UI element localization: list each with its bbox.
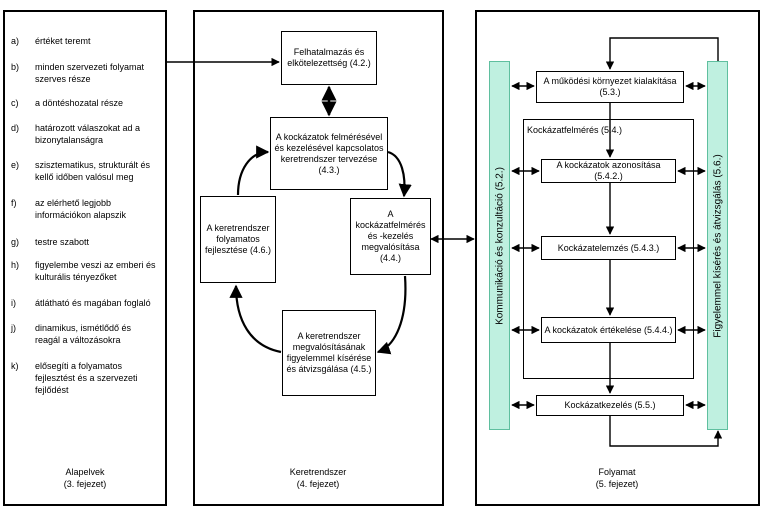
treatment-label: Kockázatkezelés (5.5.) <box>564 400 656 410</box>
framework-title: Keretrendszer (4. fejezet) <box>238 466 398 490</box>
principle-letter: h) <box>11 260 20 270</box>
principles-title: Alapelvek (3. fejezet) <box>3 466 167 490</box>
principle-letter: b) <box>11 62 20 72</box>
analysis-label: Kockázatelemzés (5.4.3.) <box>557 242 660 253</box>
process-title: Folyamat (5. fejezet) <box>537 466 697 490</box>
principles-panel <box>3 10 167 506</box>
monitor-box: A keretrendszer megvalósításának figyele… <box>282 310 376 396</box>
improve-box: A keretrendszer folyamatos fejlesztése (… <box>200 196 276 283</box>
treatment-box: Kockázatkezelés (5.5.) <box>536 395 684 416</box>
evaluation-box: A kockázatok értékelése (5.4.4.) <box>541 317 676 343</box>
process-subtitle-text: (5. fejezet) <box>595 479 639 489</box>
principle-text: testre szabott <box>35 237 90 247</box>
improve-label: A keretrendszer folyamatos fejlesztése (… <box>204 223 272 255</box>
context-box: A működési környezet kialakítása (5.3.) <box>536 71 684 103</box>
principle-text: figyelembe veszi az emberi és kulturális… <box>35 260 156 282</box>
principle-letter: i) <box>11 298 16 308</box>
analysis-box: Kockázatelemzés (5.4.3.) <box>541 236 676 260</box>
monitoring-bar: Figyelemmel kísérés és átvizsgálás (5.6.… <box>707 61 728 430</box>
implement-label: A kockázatfelmérés és -kezelés megvalósí… <box>355 209 426 263</box>
communication-bar: Kommunikáció és konzultáció (5.2.) <box>489 61 510 430</box>
principle-text: elősegíti a folyamatos fejlesztést és a … <box>35 361 138 395</box>
identification-box: A kockázatok azonosítása (5.4.2.) <box>541 159 676 183</box>
framework-subtitle-text: (4. fejezet) <box>296 479 340 489</box>
principle-text: értéket teremt <box>35 36 91 46</box>
bottom-feedback-line <box>609 416 723 447</box>
principle-letter: a) <box>11 36 20 46</box>
improve-to-design-arrow <box>236 145 270 196</box>
design-to-implement-arrow <box>387 150 412 198</box>
principle-letter: c) <box>11 98 19 108</box>
principle-text: a döntéshozatal része <box>35 98 124 108</box>
process-title-text: Folyamat <box>598 467 636 477</box>
principle-text: az elérhető legjobb információkon alapsz… <box>35 198 127 220</box>
principle-letter: e) <box>11 160 20 170</box>
context-label: A működési környezet kialakítása (5.3.) <box>543 76 677 97</box>
design-box: A kockázatok felmérésével és kezelésével… <box>270 117 388 190</box>
top-feedback-line <box>605 37 719 70</box>
principle-letter: d) <box>11 123 20 133</box>
implement-to-monitor-arrow <box>376 275 407 355</box>
principle-letter: g) <box>11 237 20 247</box>
principles-subtitle-text: (3. fejezet) <box>63 479 107 489</box>
principle-text: minden szervezeti folyamat szerves része <box>35 62 145 84</box>
principle-text: határozott válaszokat ad a bizonytalansá… <box>35 123 141 145</box>
mandate-label: Felhatalmazás és elkötelezettség (4.2.) <box>287 47 371 68</box>
monitor-to-improve-arrow <box>229 284 282 354</box>
framework-title-text: Keretrendszer <box>289 467 347 477</box>
assessment-title: Kockázatfelmérés (5.4.) <box>527 125 623 135</box>
principle-letter: f) <box>11 198 17 208</box>
principle-letter: j) <box>11 323 16 333</box>
principle-text: szisztematikus, strukturált és kellő idő… <box>35 160 151 182</box>
principle-text: dinamikus, ismétlődő és reagál a változá… <box>35 323 132 345</box>
evaluation-label: A kockázatok értékelése (5.4.4.) <box>544 324 673 335</box>
identification-label: A kockázatok azonosítása (5.4.2.) <box>556 160 661 181</box>
monitor-label: A keretrendszer megvalósításának figyele… <box>286 331 372 374</box>
mandate-box: Felhatalmazás és elkötelezettség (4.2.) <box>281 31 377 85</box>
principle-letter: k) <box>11 361 19 371</box>
principle-text: átlátható és magában foglaló <box>35 298 151 308</box>
design-label: A kockázatok felmérésével és kezelésével… <box>274 131 384 175</box>
principles-title-text: Alapelvek <box>65 467 105 477</box>
